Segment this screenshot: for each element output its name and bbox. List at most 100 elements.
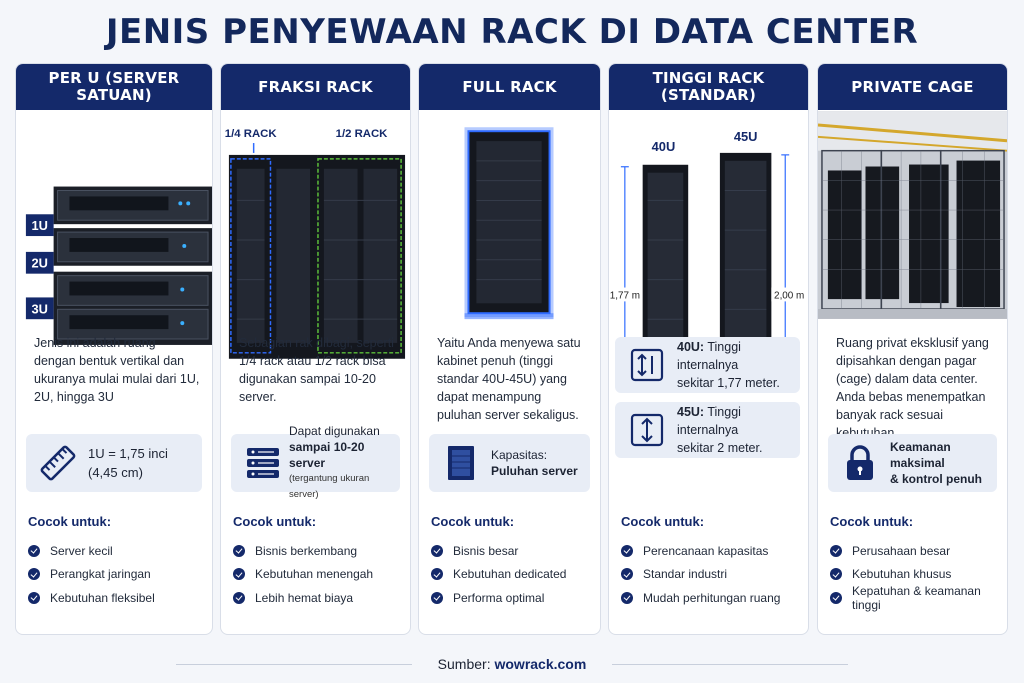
- info-line2: sampai 10-20 server: [289, 440, 365, 470]
- list-item: Server kecil: [28, 539, 155, 563]
- measure-45u: 2,00 m: [774, 290, 804, 301]
- label-40u: 40U: [652, 139, 676, 154]
- card-description: Ruang privat eksklusif yang dipisahkan d…: [836, 336, 989, 440]
- page-title: JENIS PENYEWAAN RACK DI DATA CENTER: [105, 12, 919, 52]
- list-item: Perencanaan kapasitas: [621, 539, 780, 563]
- cabinet-icon: [439, 441, 483, 485]
- check-icon: [431, 568, 443, 581]
- info-line2: Puluhan server: [491, 464, 578, 478]
- info-text-40u: Tinggi internalnya: [677, 340, 741, 372]
- label-half-rack: 1/2 RACK: [336, 128, 389, 140]
- check-icon: [830, 591, 842, 604]
- info-box-45u: 45U: Tinggi internalnya sekitar 2 meter.: [615, 402, 800, 458]
- footer-label: Sumber:: [437, 656, 491, 672]
- info-line1: Keamanan maksimal: [890, 440, 951, 470]
- check-icon: [431, 591, 443, 604]
- bullet-list: Perusahaan besar Kebutuhan khusus Kepatu…: [830, 539, 1007, 612]
- cocok-label: Cocok untuk:: [233, 514, 317, 529]
- footer-source-link[interactable]: wowrack.com: [494, 656, 587, 672]
- bullet-list: Bisnis berkembang Kebutuhan menengah Leb…: [233, 539, 373, 610]
- info-box: Kapasitas: Puluhan server: [429, 434, 590, 492]
- card-private-cage: PRIVATE CAGE Ruang privat eksklusif yang…: [817, 63, 1008, 635]
- lock-icon: [838, 441, 882, 485]
- label-quarter-rack: 1/4 RACK: [225, 128, 278, 140]
- private-cage-illustration: [818, 111, 1007, 319]
- info-line3: (tergantung ukuran server): [289, 473, 370, 500]
- rack-units-illustration: 1U 2U 3U: [25, 186, 212, 345]
- rack-height-illustration: 40U 45U 1,77 m 2,00 m: [609, 129, 808, 372]
- bullet-list: Bisnis besar Kebutuhan dedicated Perform…: [431, 539, 566, 610]
- label-3u: 3U: [32, 301, 48, 316]
- check-icon: [233, 568, 245, 581]
- footer-divider-left: [176, 664, 412, 665]
- list-item: Lebih hemat biaya: [233, 586, 373, 610]
- list-item: Bisnis berkembang: [233, 539, 373, 563]
- card-header: PRIVATE CAGE: [818, 64, 1007, 110]
- label-45u: 45U: [734, 129, 758, 144]
- header-line1: TINGGI RACK: [652, 69, 765, 87]
- info-line1: 1U = 1,75 inci: [88, 446, 168, 461]
- list-item: Kebutuhan khusus: [830, 563, 1007, 587]
- card-header: FULL RACK: [419, 64, 600, 110]
- cocok-label: Cocok untuk:: [830, 514, 914, 529]
- list-item: Kebutuhan fleksibel: [28, 586, 155, 610]
- card-per-u: PER U (SERVER SATUAN) 1U 2U 3U Jenis ini…: [15, 63, 213, 635]
- vertical-arrow-icon: [625, 408, 669, 452]
- list-item: Perangkat jaringan: [28, 563, 155, 587]
- info-line1: Dapat digunakan: [289, 424, 380, 438]
- list-item: Kepatuhan & keamanan tinggi: [830, 584, 1007, 612]
- list-item: Kebutuhan dedicated: [431, 563, 566, 587]
- header-line2: (STANDAR): [660, 86, 757, 104]
- label-2u: 2U: [32, 256, 48, 271]
- check-icon: [431, 544, 443, 557]
- list-item: Mudah perhitungan ruang: [621, 586, 780, 610]
- info-box: 1U = 1,75 inci (4,45 cm): [26, 434, 202, 492]
- check-icon: [233, 591, 245, 604]
- card-description: Yaitu Anda menyewa satu kabinet penuh (t…: [437, 336, 581, 422]
- check-icon: [28, 568, 40, 581]
- cocok-label: Cocok untuk:: [28, 514, 112, 529]
- check-icon: [621, 568, 633, 581]
- fraction-rack-illustration: 1/4 RACK 1/2 RACK: [225, 128, 406, 359]
- list-item: Standar industri: [621, 563, 780, 587]
- info-text2-45u: sekitar 2 meter.: [677, 441, 763, 455]
- info-line1: Kapasitas:: [491, 448, 548, 462]
- card-full-rack: FULL RACK Yaitu Anda menyewa satu kabine…: [418, 63, 601, 635]
- info-box-40u: 40U: Tinggi internalnya sekitar 1,77 met…: [615, 337, 800, 393]
- bullet-list: Perencanaan kapasitas Standar industri M…: [621, 539, 780, 610]
- footer-source: Sumber: wowrack.com: [0, 656, 1024, 672]
- list-item: Bisnis besar: [431, 539, 566, 563]
- info-text2-40u: sekitar 1,77 meter.: [677, 376, 780, 390]
- label-1u: 1U: [32, 218, 48, 233]
- info-line2: & kontrol penuh: [890, 472, 982, 486]
- info-box: Dapat digunakan sampai 10-20 server (ter…: [231, 424, 400, 500]
- card-description: Sebagian rak dibagi, seperti 1/4 rack at…: [239, 336, 394, 404]
- check-icon: [233, 544, 245, 557]
- height-arrows-icon: [625, 343, 669, 387]
- card-header: FRAKSI RACK: [221, 64, 410, 110]
- check-icon: [28, 591, 40, 604]
- check-icon: [28, 544, 40, 557]
- info-box: Keamanan maksimal & kontrol penuh: [828, 434, 997, 492]
- server-stack-icon: [241, 441, 285, 485]
- info-text-45u: Tinggi internalnya: [677, 405, 741, 437]
- info-bold-45u: 45U:: [677, 405, 705, 419]
- info-bold-40u: 40U:: [677, 340, 705, 354]
- card-fraksi-rack: FRAKSI RACK 1/4 RACK 1/2 RACK Sebagian r…: [220, 63, 411, 635]
- full-rack-illustration: [464, 127, 554, 320]
- list-item: Perusahaan besar: [830, 539, 1007, 563]
- bullet-list: Server kecil Perangkat jaringan Kebutuha…: [28, 539, 155, 610]
- cocok-label: Cocok untuk:: [431, 514, 515, 529]
- card-header: PER U (SERVER SATUAN): [16, 64, 212, 110]
- ruler-icon: [36, 441, 80, 485]
- check-icon: [830, 544, 842, 557]
- list-item: Performa optimal: [431, 586, 566, 610]
- check-icon: [621, 591, 633, 604]
- measure-40u: 1,77 m: [610, 290, 640, 301]
- check-icon: [621, 544, 633, 557]
- check-icon: [830, 568, 842, 581]
- card-tinggi-rack: TINGGI RACK (STANDAR) 40U 45U 1,77 m 2,0…: [608, 63, 809, 635]
- list-item: Kebutuhan menengah: [233, 563, 373, 587]
- card-description: Jenis ini adalah ruang dengan bentuk ver…: [34, 336, 200, 404]
- cocok-label: Cocok untuk:: [621, 514, 705, 529]
